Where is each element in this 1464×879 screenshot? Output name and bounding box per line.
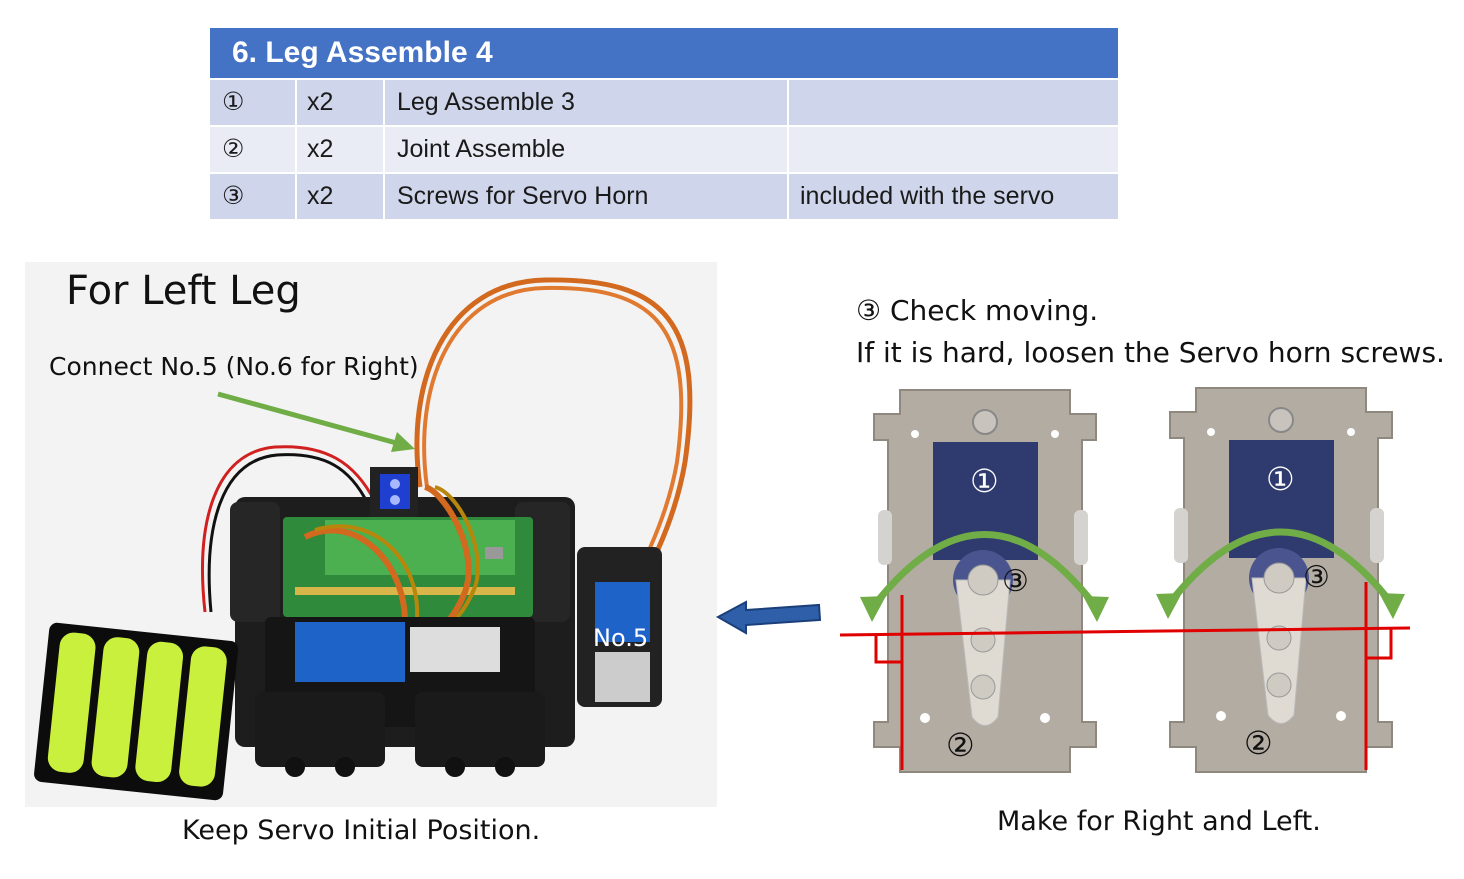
arrow-left-icon [716,600,822,635]
label-servo-right: ① [1266,460,1295,498]
label-servo-left: ① [970,462,999,500]
row-part: Joint Assemble [383,127,787,172]
label-joint-right: ② [1244,724,1273,762]
row-part: Screws for Servo Horn [383,174,787,219]
table-row: ③ x2 Screws for Servo Horn included with… [210,174,1118,219]
row-quantity: x2 [295,127,383,172]
check-instruction-2: If it is hard, loosen the Servo horn scr… [856,336,1445,369]
label-screw-right: ③ [1303,560,1330,595]
label-joint-left: ② [946,726,975,764]
table-row: ② x2 Joint Assemble [210,127,1118,172]
label-screw-left: ③ [1002,564,1029,599]
robot-photo [25,262,717,807]
photo-heading: For Left Leg [66,268,301,314]
row-quantity: x2 [295,80,383,125]
table-title: 6. Leg Assemble 4 [232,36,493,69]
photo-caption: Keep Servo Initial Position. [182,815,541,846]
diagram-caption: Make for Right and Left. [997,806,1321,837]
servo-label: No.5 [593,624,649,652]
joint-assembly-diagram [839,387,1411,773]
row-note [787,80,1118,125]
row-number: ③ [222,182,245,210]
row-note [787,127,1118,172]
row-number: ① [222,88,245,116]
table-header: 6. Leg Assemble 4 [210,28,1118,78]
check-instruction-1: ③ Check moving. [856,294,1099,327]
row-number: ② [222,135,245,163]
row-part: Leg Assemble 3 [383,80,787,125]
table-row: ① x2 Leg Assemble 3 [210,80,1118,125]
row-quantity: x2 [295,174,383,219]
connect-note: Connect No.5 (No.6 for Right) [49,352,419,381]
row-note: included with the servo [787,174,1118,219]
